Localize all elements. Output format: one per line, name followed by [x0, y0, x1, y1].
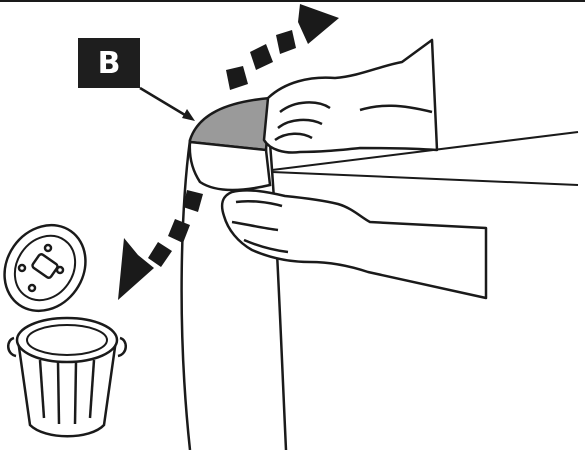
removed-part	[190, 98, 270, 190]
trash-can-icon	[8, 318, 126, 436]
trash-lid-icon	[0, 209, 102, 326]
upper-glove-hand	[264, 40, 437, 153]
lower-glove-hand	[222, 190, 486, 298]
leader-line	[140, 88, 195, 121]
curved-dashed-arrow-down	[118, 190, 203, 300]
callout-label-b: B	[78, 38, 140, 88]
